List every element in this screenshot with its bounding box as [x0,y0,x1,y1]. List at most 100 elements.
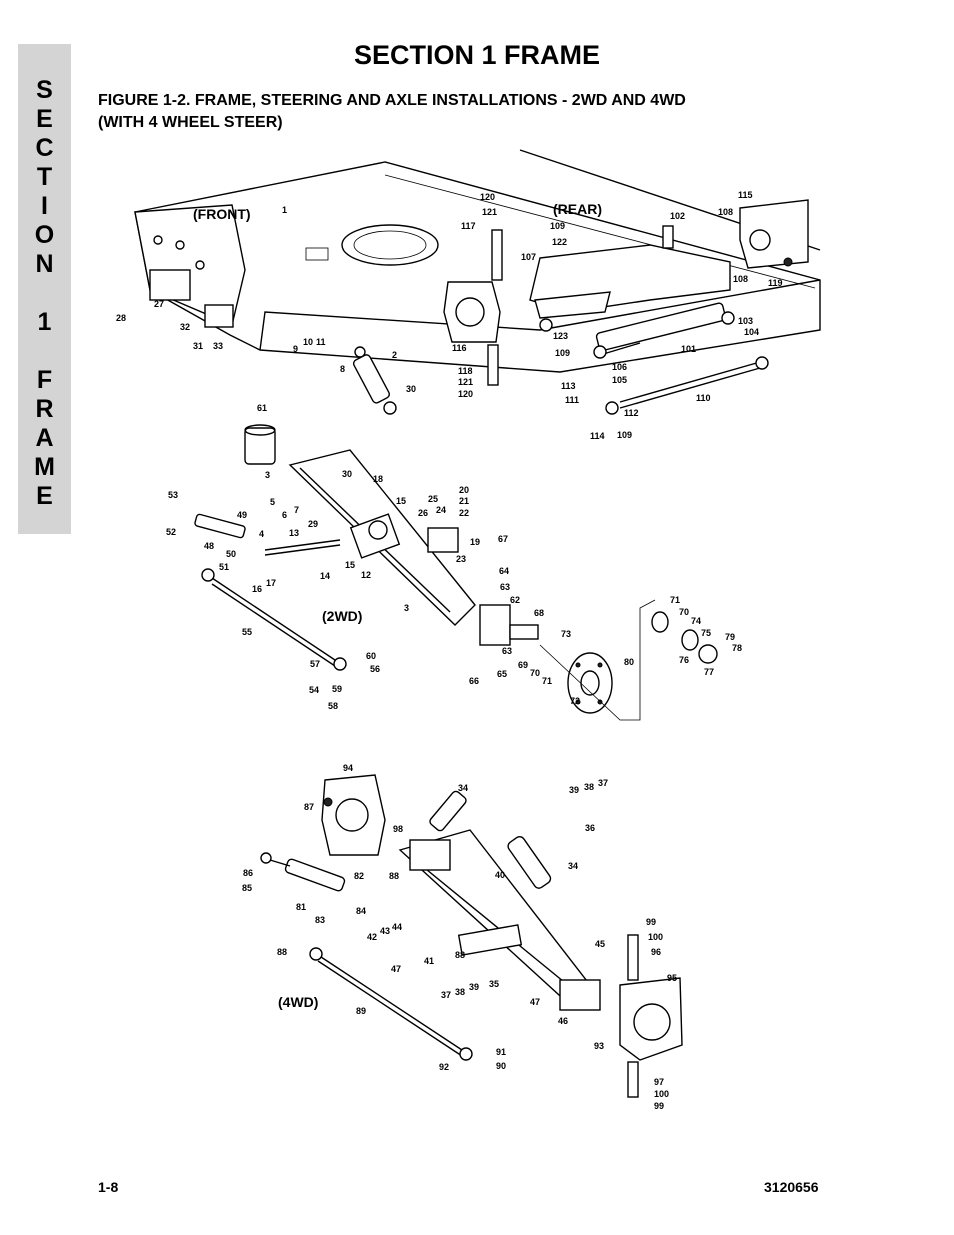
callout: 46 [558,1016,568,1026]
callout: 119 [768,278,783,288]
callout: 104 [744,327,759,337]
callout: 44 [392,922,402,932]
callout: 22 [459,508,469,518]
callout: 123 [553,331,568,341]
side-tab-letter: O [34,221,55,249]
callout: 25 [428,494,438,504]
callout: 112 [624,408,639,418]
callout: 121 [482,207,497,217]
callout: 109 [555,348,570,358]
callout: 77 [704,667,714,677]
callout: 66 [469,676,479,686]
callout: 89 [356,1006,366,1016]
callout: 88 [455,950,465,960]
callout: 38 [455,987,465,997]
callout: 75 [701,628,711,638]
callout: 109 [617,430,632,440]
callout: 91 [496,1047,506,1057]
callout: 41 [424,956,434,966]
callout: 96 [651,947,661,957]
callout: 30 [406,384,416,394]
callout: 65 [497,669,507,679]
4wd-tie-rod [309,947,473,1061]
front-steering-cylinder [352,346,397,415]
callout: 39 [569,785,579,795]
callout: 60 [366,651,376,661]
callout: 59 [332,684,342,694]
callout: 17 [266,578,276,588]
side-tab-letter: 1 [37,308,52,336]
callout: 67 [498,534,508,544]
label-rear: (REAR) [553,201,602,217]
callout: 16 [252,584,262,594]
callout: 100 [648,932,663,942]
callout: 28 [116,313,126,323]
section-side-tab: S E C T I O N 1 F R A M E [18,44,71,534]
side-tab-letter: E [36,105,53,133]
side-tab-letter: E [36,482,53,510]
side-tab-letter: T [36,163,53,191]
callout: 14 [320,571,330,581]
callout: 48 [204,541,214,551]
callout: 82 [354,871,364,881]
callout: 120 [480,192,495,202]
callout: 40 [495,870,505,880]
4wd-left-spindle-housing [321,774,386,856]
callout: 98 [393,824,403,834]
side-tab-letter: A [35,424,54,452]
callout: 71 [670,595,680,605]
callout: 47 [391,964,401,974]
callout: 120 [458,389,473,399]
callout: 79 [725,632,735,642]
main-frame [134,149,821,373]
callout: 71 [542,676,552,686]
callout: 53 [168,490,178,500]
callout: 47 [530,997,540,1007]
page-title: SECTION 1 FRAME [353,40,601,70]
callout: 43 [380,926,390,936]
callout: 99 [654,1101,664,1111]
callout: 26 [418,508,428,518]
callout: 72 [570,696,580,706]
callout: 93 [594,1041,604,1051]
callout: 52 [166,527,176,537]
callout: 111 [565,395,579,405]
document-number: 3120656 [764,1179,819,1195]
side-tab-letter: R [35,395,54,423]
callout: 32 [180,322,190,332]
callout: 86 [243,868,253,878]
side-tab-letter: M [34,453,55,481]
label-front: (FRONT) [193,206,251,222]
callout: 7 [294,505,299,515]
callout: 121 [458,377,473,387]
callout: 99 [646,917,656,927]
callout: 81 [296,902,306,912]
callout: 37 [441,990,451,1000]
callout: 4 [259,529,264,539]
callout: 74 [691,616,701,626]
page-number: 1-8 [98,1179,119,1195]
callout: 1 [282,205,287,215]
callout: 100 [654,1089,669,1099]
4wd-right-spindle-housing [619,934,683,1098]
callout: 116 [452,343,467,353]
callout: 88 [389,871,399,881]
callout: 105 [612,375,627,385]
callout: 61 [257,403,267,413]
callout: 88 [277,947,287,957]
callout: 78 [732,643,742,653]
figure-caption-line1: FIGURE 1-2. FRAME, STEERING AND AXLE INS… [98,92,686,109]
figure-caption-line2: (WITH 4 WHEEL STEER) [98,114,283,131]
callout: 57 [310,659,320,669]
callout: 101 [681,344,696,354]
side-tab-letter: S [36,76,53,104]
label-2wd: (2WD) [322,608,362,624]
callout: 103 [738,316,753,326]
callout: 97 [654,1077,664,1087]
callout: 37 [598,778,608,788]
callout: 29 [308,519,318,529]
callout: 13 [289,528,299,538]
2wd-axle-assembly [194,424,476,671]
callout: 33 [213,341,223,351]
